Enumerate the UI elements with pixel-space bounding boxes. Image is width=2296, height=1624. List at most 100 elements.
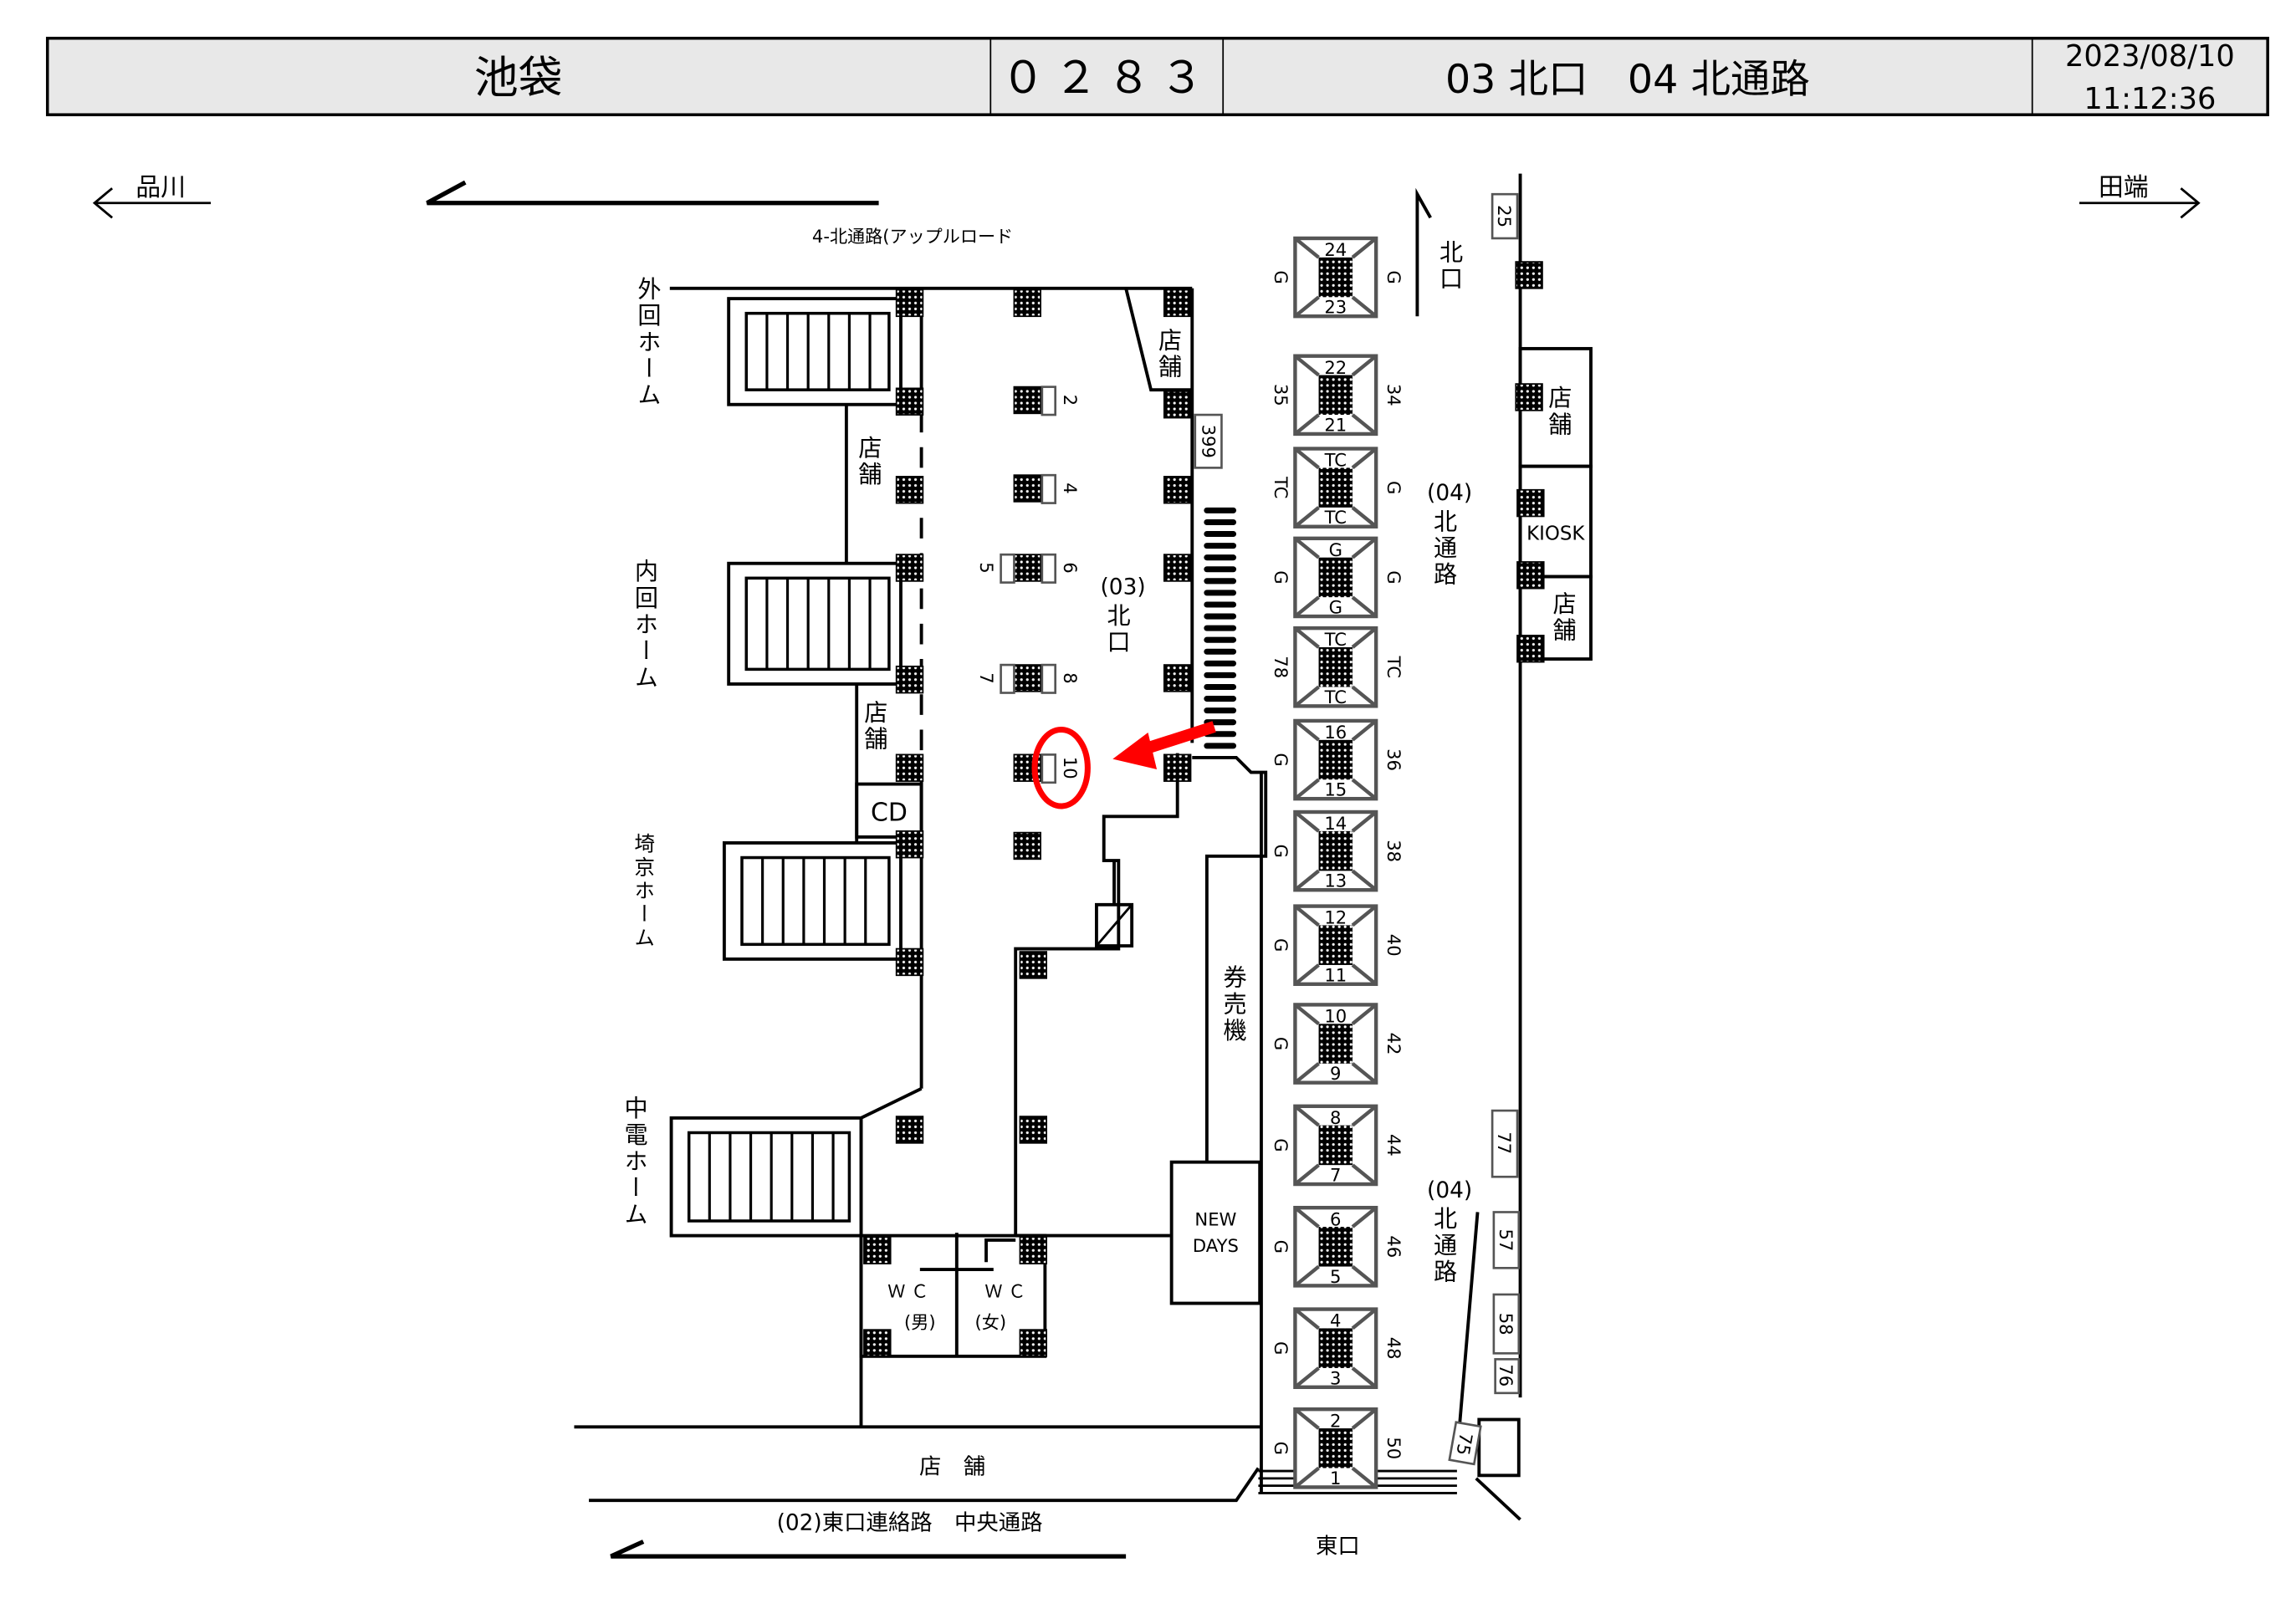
escalator-step	[1204, 648, 1237, 655]
pillar-77: 77	[1494, 1131, 1515, 1154]
stair	[669, 1116, 863, 1238]
gate-left-label: G	[1271, 938, 1291, 952]
gate-tactile	[1318, 830, 1353, 871]
gate-left-label: G	[1271, 844, 1291, 857]
gate-diagonal	[1294, 506, 1320, 529]
east-exit-label: 東口	[1316, 1535, 1360, 1560]
exit03-name: 北口	[1103, 603, 1131, 656]
pillar-7: 7	[976, 672, 997, 683]
escalator-step	[1204, 683, 1237, 690]
gate-diagonal	[1294, 1163, 1320, 1186]
gate-tactile	[1318, 1227, 1353, 1267]
ticket-machines-label: 券売機	[1220, 965, 1247, 1044]
escalator-step	[1204, 566, 1237, 573]
gate-right-label: G	[1383, 270, 1404, 283]
station-code: ０２８３	[1001, 53, 1213, 104]
escalator-step	[1204, 578, 1237, 585]
gate-diagonal	[1351, 1307, 1378, 1330]
gate-bottom-label: 3	[1330, 1367, 1341, 1388]
gate-diagonal	[1294, 1105, 1320, 1127]
gate-bottom-label: 13	[1324, 871, 1347, 891]
wc-women-label: Ｗ Ｃ	[984, 1280, 1025, 1301]
gate-top-label: TC	[1324, 450, 1347, 471]
gate-top-label: G	[1329, 539, 1342, 560]
gate-right-label: 38	[1383, 840, 1404, 862]
gate-diagonal	[1294, 447, 1320, 470]
gate-diagonal	[1294, 1062, 1320, 1085]
gate-right-label: 46	[1383, 1235, 1404, 1258]
gate-tactile	[1318, 467, 1353, 508]
gate-bottom-label: 11	[1324, 964, 1347, 985]
gate-left-label: G	[1271, 1138, 1291, 1152]
tactile-block	[1163, 664, 1192, 692]
tactile-block	[1163, 289, 1192, 318]
platform-chuden-label: 中電ホーム	[621, 1095, 648, 1228]
gate-diagonal	[1351, 1264, 1378, 1288]
gate-diagonal	[1294, 1307, 1320, 1330]
gate-left-label: G	[1271, 1341, 1291, 1355]
gate-right-label: 48	[1383, 1337, 1404, 1360]
tactile-block	[895, 830, 924, 859]
escalator-step	[1204, 507, 1237, 513]
gate-tactile	[1318, 646, 1353, 687]
gate-diagonal	[1294, 810, 1320, 833]
pillar-6: 6	[1060, 562, 1081, 573]
escalator-step	[1204, 743, 1237, 749]
gate-left-label: 35	[1271, 384, 1291, 406]
tactile-block	[1013, 386, 1041, 415]
shop-label: 店舗	[861, 700, 888, 753]
platform-outer-label: 外回ホーム	[634, 276, 662, 409]
gate-diagonal	[1351, 413, 1378, 436]
gate-diagonal	[1294, 904, 1320, 927]
escalator-step	[1204, 636, 1237, 643]
gate-tactile	[1318, 557, 1353, 598]
stair	[727, 297, 903, 406]
gate-top-label: 2	[1330, 1410, 1341, 1431]
bottom-shop-label: 店 舗	[919, 1455, 985, 1480]
gate-top-label: 8	[1330, 1107, 1341, 1128]
stair-inner	[744, 311, 891, 391]
gate-top-label: 4	[1330, 1310, 1341, 1331]
gate-diagonal	[1351, 447, 1378, 470]
date-text: 2023/08/10	[2065, 39, 2235, 74]
tactile-block	[1516, 561, 1545, 590]
area-title: 03 北口 04 北通路	[1445, 57, 1810, 103]
time-text: 11:12:36	[2084, 82, 2216, 116]
pillar-399: 399	[1199, 425, 1220, 458]
direction-right-label: 田端	[2099, 173, 2149, 202]
newdays-label-line2: DAYS	[1193, 1235, 1239, 1256]
gate-top-label: 12	[1324, 907, 1347, 928]
newdays-label-line1: NEW	[1194, 1208, 1236, 1229]
apple-road-arrow	[426, 180, 879, 206]
pillar-numbers: 2 4 5 6 7 8 10 399 25 77 57 58 76 75	[976, 205, 1516, 1457]
stair-outline	[727, 297, 903, 406]
highlight-arrow-shaft	[1138, 721, 1216, 756]
gate-top-label: 24	[1324, 239, 1347, 260]
tactile-block	[895, 753, 924, 782]
gate-left-label: G	[1271, 1240, 1291, 1254]
gate-bottom-label: 21	[1324, 414, 1347, 435]
cd-atm-label: CD	[871, 799, 908, 828]
gate-bottom-label: G	[1329, 597, 1342, 618]
direction-left-label: 品川	[136, 173, 186, 202]
escalator-step	[1204, 543, 1237, 549]
gate-diagonal	[1294, 963, 1320, 986]
gate-tactile	[1318, 257, 1353, 298]
tactile-block	[1163, 476, 1192, 504]
pillar-58: 58	[1496, 1313, 1516, 1335]
pillar-4: 4	[1060, 483, 1081, 493]
pillar-boxes	[1000, 192, 1521, 1466]
platform-saikyo-label: 埼京ホーム	[632, 832, 656, 950]
gate-top-label: 10	[1324, 1006, 1347, 1027]
passage04-code: (04)	[1427, 1178, 1472, 1203]
gate-diagonal	[1351, 1206, 1378, 1228]
tactile-block	[895, 665, 924, 694]
